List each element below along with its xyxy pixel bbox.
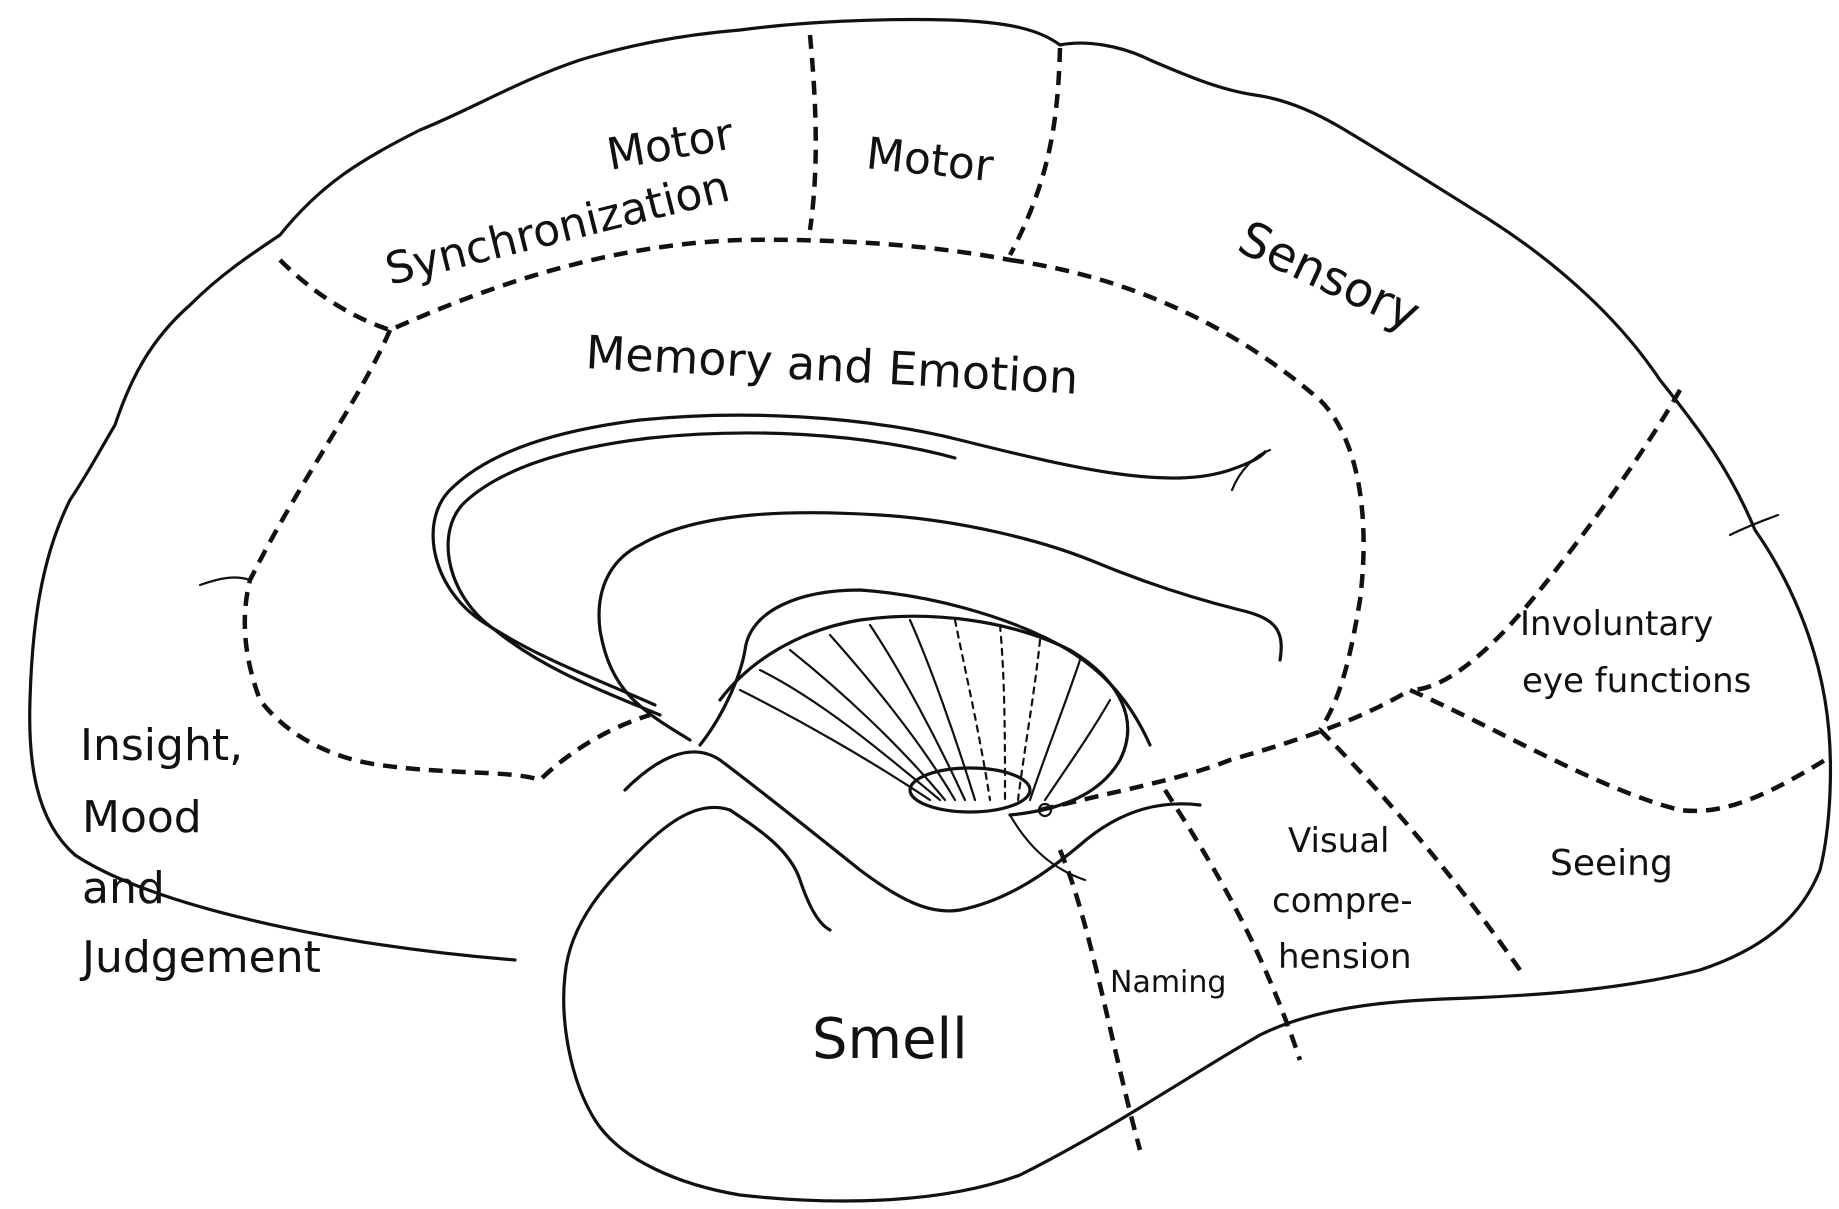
thalamus-ray-10: [1030, 660, 1080, 800]
outline-notch-left: [200, 578, 250, 585]
label-visual-1: Visual: [1288, 821, 1390, 861]
label-insight-1: Insight,: [80, 720, 243, 771]
label-involuntary-2: eye functions: [1522, 661, 1751, 701]
label-naming: Naming: [1110, 965, 1226, 1000]
boundary-naming-right: [1165, 790, 1300, 1060]
label-visual-2: compre-: [1272, 881, 1413, 921]
fornix-outline: [599, 513, 1281, 740]
thalamus-ray-1: [740, 690, 930, 800]
fornix-lower: [700, 590, 1150, 745]
label-sensory: Sensory: [1230, 210, 1429, 342]
boundary-naming-left: [1060, 850, 1140, 1150]
brainstem-outline: [625, 752, 1200, 911]
label-visual-3: hension: [1278, 937, 1412, 977]
label-motor-sync-2: Synchronization: [380, 161, 734, 296]
boundary-memory-right: [1010, 260, 1364, 730]
outline-notch-right: [1730, 515, 1778, 535]
thalamus-ray-7: [955, 620, 990, 800]
boundary-occipital: [1040, 690, 1410, 810]
thalamus-ray-5: [870, 625, 965, 800]
label-smell: Smell: [812, 1007, 968, 1072]
label-involuntary-1: Involuntary: [1520, 604, 1713, 644]
boundary-seeing-top: [1410, 690, 1825, 811]
label-insight-4: Judgement: [79, 932, 321, 983]
thalamus-ray-8: [1000, 625, 1005, 800]
thalamus-ray-9: [1018, 640, 1040, 800]
label-motor: Motor: [864, 128, 997, 192]
brainstem-lower: [730, 810, 830, 930]
boundary-motor-left: [810, 35, 816, 230]
corpus-callosum-inner: [448, 433, 955, 715]
corpus-callosum-outer: [433, 415, 1265, 705]
label-seeing: Seeing: [1550, 843, 1673, 884]
boundary-motor-right: [1010, 48, 1060, 255]
callosum-tail: [1232, 450, 1270, 490]
label-insight-3: and: [82, 863, 165, 914]
boundary-sensory: [1410, 390, 1680, 690]
label-insight-2: Mood: [82, 792, 202, 843]
label-memory-emotion: Memory and Emotion: [584, 325, 1079, 405]
